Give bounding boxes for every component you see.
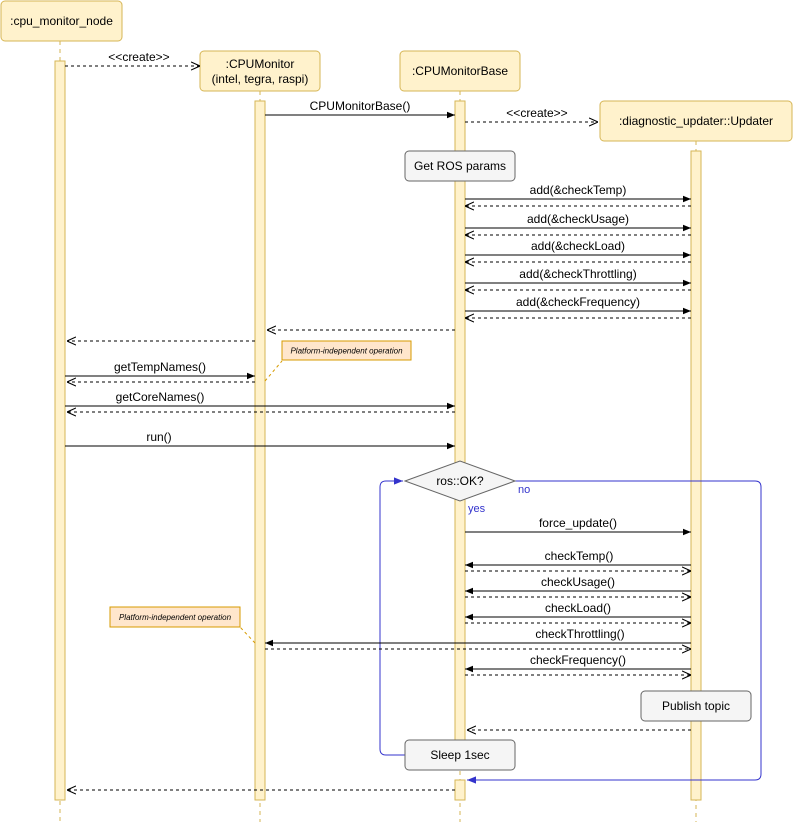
activations bbox=[54, 60, 702, 801]
msg-add-temp: add(&checkTemp) bbox=[465, 183, 691, 206]
msg-create-monitor: <<create>> bbox=[65, 50, 200, 66]
activation-base-return bbox=[454, 779, 466, 801]
publish-label: Publish topic bbox=[662, 699, 730, 713]
svg-text:force_update(): force_update() bbox=[539, 516, 617, 530]
activation-monitor bbox=[254, 100, 266, 801]
participant-base-label: :CPUMonitorBase bbox=[412, 64, 508, 78]
participant-monitor[interactable]: :CPUMonitor (intel, tegra, raspi) bbox=[199, 50, 321, 92]
svg-text:add(&checkFrequency): add(&checkFrequency) bbox=[516, 295, 640, 309]
loop-exit-edge bbox=[467, 480, 762, 784]
svg-text:checkUsage(): checkUsage() bbox=[541, 575, 615, 589]
msg-ctor-base: CPUMonitorBase() bbox=[265, 99, 455, 119]
msg-check-load: checkLoad() bbox=[465, 601, 691, 623]
get-params-label: Get ROS params bbox=[414, 159, 506, 173]
loop-back-edge bbox=[379, 477, 405, 756]
sleep-label: Sleep 1sec bbox=[430, 748, 489, 762]
svg-text:checkLoad(): checkLoad() bbox=[545, 601, 611, 615]
msg-get-core-names: getCoreNames() bbox=[65, 390, 455, 412]
msg-add-throttling: add(&checkThrottling) bbox=[465, 267, 691, 290]
svg-text:<<create>>: <<create>> bbox=[108, 50, 169, 64]
msg-run: run() bbox=[65, 430, 455, 450]
msg-check-throttling: checkThrottling() bbox=[265, 627, 691, 649]
participant-updater-label: :diagnostic_updater::Updater bbox=[619, 114, 773, 128]
svg-text:CPUMonitorBase(): CPUMonitorBase() bbox=[310, 99, 411, 113]
svg-text:checkTemp(): checkTemp() bbox=[545, 549, 614, 563]
participant-updater[interactable]: :diagnostic_updater::Updater bbox=[599, 100, 793, 142]
svg-text:getTempNames(): getTempNames() bbox=[114, 360, 206, 374]
participant-base[interactable]: :CPUMonitorBase bbox=[399, 50, 521, 92]
msg-check-temp: checkTemp() bbox=[465, 549, 691, 571]
participant-node[interactable]: :cpu_monitor_node bbox=[0, 0, 123, 42]
msg-get-temp-names: getTempNames() bbox=[65, 360, 255, 382]
svg-text:run(): run() bbox=[146, 430, 171, 444]
participant-monitor-label: :CPUMonitor bbox=[226, 57, 295, 71]
svg-text:checkThrottling(): checkThrottling() bbox=[535, 627, 624, 641]
svg-text:add(&checkLoad): add(&checkLoad) bbox=[531, 239, 625, 253]
participant-node-label: :cpu_monitor_node bbox=[10, 14, 113, 28]
publish-box: Publish topic bbox=[640, 690, 752, 722]
activation-base bbox=[454, 100, 466, 771]
svg-text:add(&checkTemp): add(&checkTemp) bbox=[530, 183, 627, 197]
loop-condition: ros::OK? bbox=[403, 460, 517, 502]
msg-force-update: force_update() bbox=[465, 516, 691, 536]
activation-updater bbox=[690, 150, 702, 801]
note-top-text: Platform-independent operation bbox=[290, 347, 403, 356]
svg-text:getCoreNames(): getCoreNames() bbox=[116, 390, 205, 404]
svg-text:<<create>>: <<create>> bbox=[506, 106, 567, 120]
get-params-box: Get ROS params bbox=[404, 150, 516, 182]
msg-check-usage: checkUsage() bbox=[465, 575, 691, 597]
loop-yes-label: yes bbox=[468, 503, 486, 515]
note-bottom-text: Platform-independent operation bbox=[119, 613, 232, 622]
msg-add-usage: add(&checkUsage) bbox=[465, 212, 691, 235]
activation-node bbox=[54, 60, 66, 801]
svg-text:add(&checkUsage): add(&checkUsage) bbox=[527, 212, 629, 226]
msg-add-frequency: add(&checkFrequency) bbox=[465, 295, 691, 318]
loop-condition-label: ros::OK? bbox=[436, 474, 484, 488]
loop-no-label: no bbox=[518, 484, 530, 496]
note-bottom: Platform-independent operation bbox=[109, 606, 256, 644]
sleep-box: Sleep 1sec bbox=[404, 739, 516, 771]
loop-frame bbox=[379, 477, 762, 784]
note-top: Platform-independent operation bbox=[264, 340, 412, 382]
msg-add-load: add(&checkLoad) bbox=[465, 239, 691, 262]
msg-check-frequency: checkFrequency() bbox=[465, 653, 691, 675]
svg-text:checkFrequency(): checkFrequency() bbox=[530, 653, 626, 667]
participant-monitor-variants: (intel, tegra, raspi) bbox=[212, 72, 309, 86]
msg-create-updater: <<create>> bbox=[465, 106, 598, 122]
svg-text:add(&checkThrottling): add(&checkThrottling) bbox=[519, 267, 636, 281]
